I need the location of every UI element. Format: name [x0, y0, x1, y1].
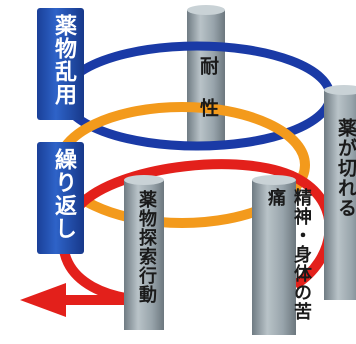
drug-seeking-pillar [124, 175, 164, 330]
mental-physical-pillar [252, 175, 296, 335]
tolerance-pillar [187, 5, 225, 145]
withdrawal-pillar [324, 85, 356, 300]
drug-abuse-label: 薬物乱用 [51, 14, 76, 106]
tolerance-label-bottom: 性 [197, 98, 219, 118]
tolerance-label-top: 耐 [197, 56, 219, 76]
repetition-label: 繰り返し [51, 148, 76, 240]
withdrawal-label: 薬が切れる [335, 118, 356, 218]
mental-physical-label: 精神・身体の苦痛 [265, 188, 312, 321]
drug-seeking-label: 薬物探索行動 [136, 190, 157, 304]
repetition-pillar [37, 142, 84, 254]
red-arrow [20, 283, 140, 317]
drug-abuse-pillar [37, 8, 84, 120]
